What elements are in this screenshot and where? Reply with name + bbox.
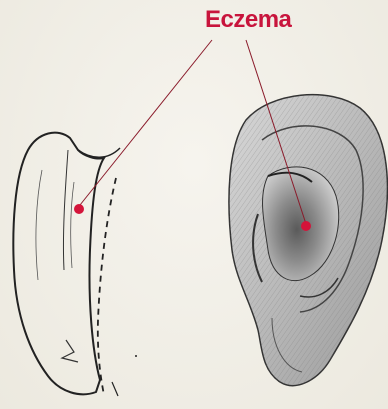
leader-line-left: [80, 40, 212, 205]
eczema-point-back: [74, 204, 84, 214]
back-of-ear-outline-icon: [13, 133, 137, 396]
outer-ear-illustration-icon: [229, 95, 387, 386]
eczema-point-front: [301, 221, 311, 231]
eczema-label: Eczema: [205, 8, 291, 32]
